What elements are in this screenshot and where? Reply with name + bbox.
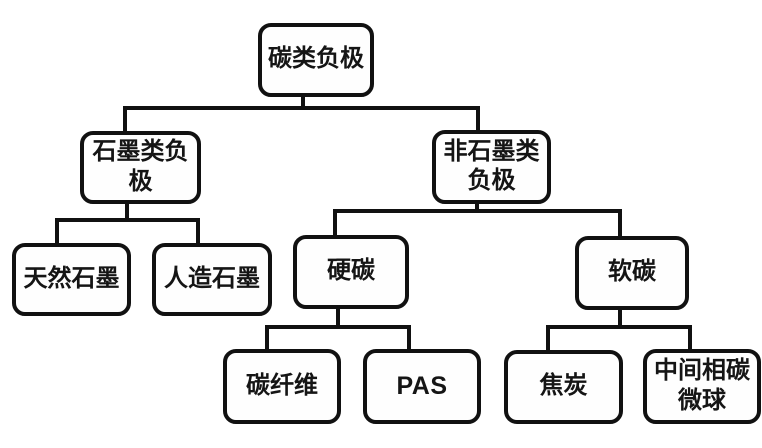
connector-to-hard-carbon (333, 209, 337, 237)
node-carbon-anode: 碳类负极 (258, 23, 374, 97)
node-carbon-fiber: 碳纤维 (223, 349, 341, 424)
connector-to-natural-graphite (55, 218, 59, 245)
node-natural-graphite: 天然石墨 (12, 243, 131, 316)
node-mesocarbon-microbeads: 中间相碳 微球 (643, 349, 761, 424)
connector-to-non-graphite (476, 106, 480, 132)
connector-soft-carbon-horizontal (546, 325, 692, 329)
node-pas: PAS (363, 349, 481, 424)
connector-soft-carbon-stub (618, 308, 622, 327)
connector-root-horizontal (123, 106, 480, 110)
node-coke: 焦炭 (504, 350, 623, 424)
connector-root-stub (301, 95, 305, 108)
node-non-graphite-anode: 非石墨类 负极 (432, 130, 551, 204)
connector-to-graphite (123, 106, 127, 133)
node-graphite-anode: 石墨类负 极 (80, 131, 201, 204)
connector-non-graphite-horizontal (333, 209, 622, 213)
connector-graphite-horizontal (55, 218, 200, 222)
connector-to-carbon-fiber (265, 325, 269, 351)
connector-hard-carbon-stub (336, 307, 340, 327)
node-artificial-graphite: 人造石墨 (152, 243, 272, 316)
connector-to-mcmb (688, 325, 692, 351)
connector-to-soft-carbon (618, 209, 622, 238)
connector-hard-carbon-horizontal (265, 325, 411, 329)
connector-non-graphite-stub (475, 202, 479, 211)
node-soft-carbon: 软碳 (575, 236, 689, 310)
connector-to-pas (407, 325, 411, 351)
node-hard-carbon: 硬碳 (293, 235, 409, 309)
connector-to-artificial-graphite (196, 218, 200, 245)
connector-to-coke (546, 325, 550, 352)
connector-graphite-stub (125, 202, 129, 221)
